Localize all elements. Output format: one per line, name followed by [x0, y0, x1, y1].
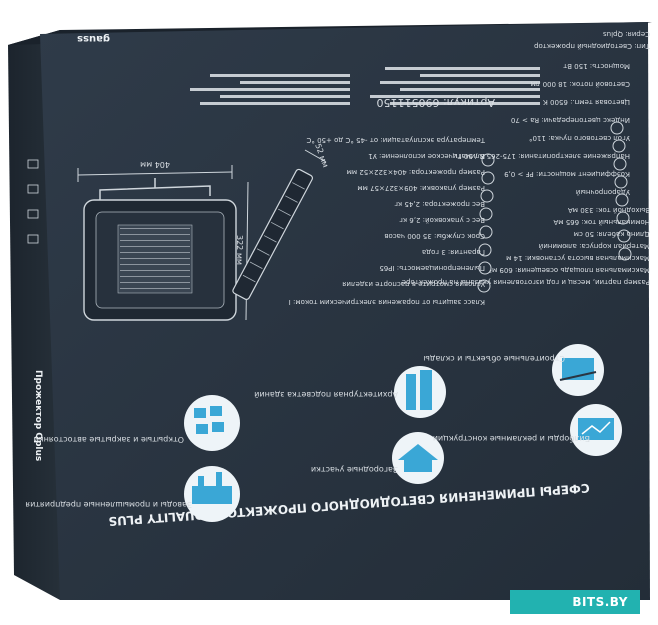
svg-text:Ударопрочный: Ударопрочный: [576, 188, 630, 196]
article-number: Артикул: 690511150: [377, 96, 495, 109]
application-caption-billboards: Билборды и рекламные конструкции: [433, 434, 590, 443]
svg-text:Архитектурная подсветка зданий: Архитектурная подсветка зданий: [254, 390, 398, 399]
box-front-face: [40, 22, 650, 600]
application-caption-architecture: Архитектурная подсветка зданий: [254, 390, 398, 399]
svg-text:Условия смотрите в паспорте из: Условия смотрите в паспорте изделия: [342, 280, 485, 288]
svg-text:Класс защиты от поражения элек: Класс защиты от поражения электрическим …: [289, 298, 485, 306]
svg-text:Температура эксплуатации: от -: Температура эксплуатации: от -45 °C до +…: [306, 136, 486, 144]
svg-text:Тип: Светодиодный прожектор: Тип: Светодиодный прожектор: [533, 42, 651, 50]
svg-text:Размер партии, месяц и год изг: Размер партии, месяц и год изготовления …: [402, 278, 650, 286]
svg-text:Мощность: 150 Вт: Мощность: 150 Вт: [563, 62, 630, 70]
application-caption-factories: Заводы и промышленные предприятия: [25, 500, 192, 509]
svg-text:Серия: Qplus: Серия: Qplus: [603, 30, 650, 38]
svg-text:Угол светового пучка: 110°: Угол светового пучка: 110°: [529, 134, 630, 142]
svg-text:Напряжение электропитания: 175: Напряжение электропитания: 175-265 В / 5…: [452, 152, 630, 160]
svg-text:Световой поток: 18 000 лм: Световой поток: 18 000 лм: [531, 80, 630, 88]
svg-text:Максимальная площадь освещения: Максимальная площадь освещения: 609 м²: [489, 266, 650, 274]
svg-text:Номинальный ток: 665 мА: Номинальный ток: 665 мА: [553, 218, 650, 226]
svg-text:Заводы и промышленные предприя: Заводы и промышленные предприятия: [25, 500, 192, 509]
svg-text:Пыленепроницаемость: IP65: Пыленепроницаемость: IP65: [379, 264, 485, 272]
legal-text-block: [190, 67, 540, 105]
svg-text:Вес с упаковкой: 2,6 кг: Вес с упаковкой: 2,6 кг: [399, 216, 485, 224]
svg-text:Материал корпуса: алюминий: Материал корпуса: алюминий: [539, 242, 650, 250]
side-certification-icons: [27, 159, 39, 244]
svg-text:Загородные участки: Загородные участки: [311, 465, 398, 474]
svg-text:404 мм: 404 мм: [140, 160, 170, 169]
svg-text:Вес прожектора: 2,45 кг: Вес прожектора: 2,45 кг: [394, 200, 485, 208]
side-product-name: Прожектор Qplus: [33, 370, 43, 461]
params-list: Класс защиты от поражения электрическим …: [289, 136, 486, 306]
svg-text:Срок службы: 35 000 часов: Срок службы: 35 000 часов: [384, 232, 485, 240]
application-tile-country: [392, 432, 444, 484]
svg-text:Климатическое исполнение: У1: Климатическое исполнение: У1: [368, 152, 485, 160]
dimension-width-label: 404 мм: [140, 160, 170, 169]
svg-text:Прожектор Qplus: Прожектор Qplus: [33, 370, 43, 461]
application-tile-parking: [184, 395, 240, 451]
svg-text:Строительные объекты и склады: Строительные объекты и склады: [424, 354, 565, 363]
svg-text:Цветовая темп.: 6500 К: Цветовая темп.: 6500 К: [543, 98, 630, 106]
dimension-height-label: 322 мм: [235, 235, 244, 265]
floodlight-drawing: [77, 149, 327, 321]
application-tile-factories: [184, 466, 240, 522]
svg-text:Коэффициент мощности: PF > 0,9: Коэффициент мощности: PF > 0,9: [504, 170, 630, 178]
application-caption-parking: Открытые и закрытые автостоянки: [34, 435, 184, 444]
brand-logo: gauss: [77, 33, 110, 44]
svg-text:gauss: gauss: [77, 33, 110, 44]
application-caption-construction: Строительные объекты и склады: [424, 354, 565, 363]
svg-text:Билборды и рекламные конструкц: Билборды и рекламные конструкции: [433, 434, 590, 443]
svg-text:Открытые и закрытые автостоянк: Открытые и закрытые автостоянки: [34, 435, 184, 444]
store-watermark: BITS.BY: [510, 590, 640, 614]
svg-text:Длина кабеля: 50 см: Длина кабеля: 50 см: [574, 230, 650, 238]
svg-text:322 мм: 322 мм: [235, 235, 244, 265]
svg-text:Выходной ток: 330 мА: Выходной ток: 330 мА: [568, 206, 650, 214]
application-tile-billboards: [570, 404, 622, 456]
svg-text:Размер прожектора: 404×322×52: Размер прожектора: 404×322×52 мм: [347, 168, 485, 176]
svg-text:Гарантия: 3 года: Гарантия: 3 года: [422, 248, 485, 256]
specs-list: Размер партии, месяц и год изготовления …: [402, 30, 651, 286]
svg-text:Максимальная высота установки:: Максимальная высота установки: 14 м: [506, 254, 650, 262]
application-tile-construction: [552, 344, 604, 396]
application-caption-country: Загородные участки: [311, 465, 398, 474]
spec-icons: [610, 121, 632, 261]
svg-text:Индекс цветопередачи: Ra > 70: Индекс цветопередачи: Ra > 70: [511, 116, 630, 124]
param-icons: [477, 153, 495, 293]
application-tile-architecture: [394, 366, 446, 418]
svg-text:Размер упаковки: 409×327×57 мм: Размер упаковки: 409×327×57 мм: [357, 184, 485, 192]
svg-text:Артикул: 690511150: Артикул: 690511150: [377, 96, 495, 109]
